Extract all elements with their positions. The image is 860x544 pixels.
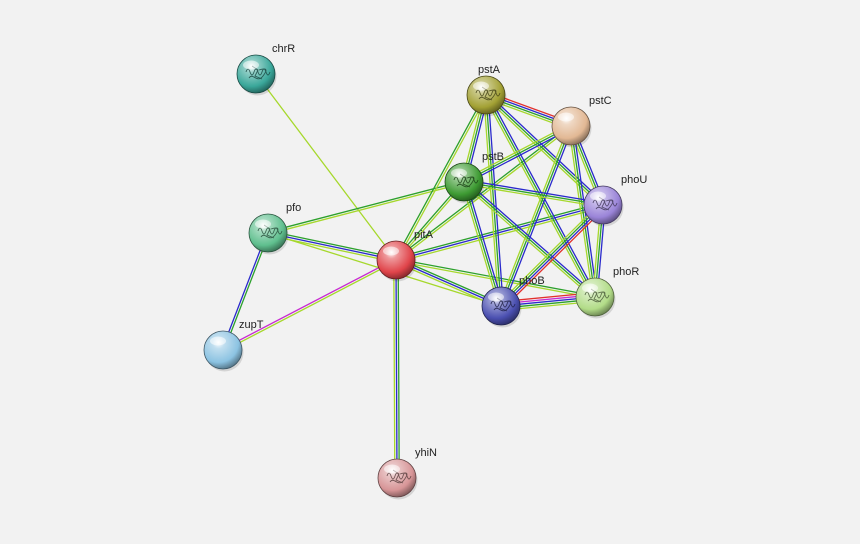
edge-evidence-line [500, 125, 572, 307]
node-yhiN[interactable]: yhiN [377, 447, 437, 500]
edge-evidence-line [485, 94, 502, 307]
node-label-zupT: zupT [239, 319, 264, 331]
node-pitA[interactable]: pitA [376, 229, 434, 282]
edge-evidence-line [397, 259, 400, 479]
edge-pstA-phoB[interactable] [483, 94, 504, 307]
node-highlight [558, 112, 574, 122]
node-highlight [384, 464, 400, 474]
node-pstB[interactable]: pstB [444, 151, 504, 204]
node-phoB[interactable]: phoB [481, 275, 545, 328]
edge-pstC-pstB[interactable] [462, 123, 573, 185]
edge-evidence-line [499, 203, 603, 306]
edge-evidence-line [461, 181, 500, 308]
node-label-pstC: pstC [589, 95, 612, 107]
node-highlight [473, 81, 489, 91]
edge-evidence-line [487, 94, 504, 307]
node-layer: chrR pstA pstC pstB phoU pfo pitA phoR phoB zupT y… [203, 43, 647, 500]
edge-pitA-phoU[interactable] [394, 202, 605, 263]
edge-evidence-line [395, 206, 605, 263]
edge-evidence-line [501, 205, 605, 308]
node-highlight [590, 191, 606, 201]
edge-evidence-line [267, 232, 397, 261]
edge-zupT-pitA[interactable] [221, 258, 398, 352]
edge-evidence-line [267, 180, 465, 233]
edge-pitA-pstA[interactable] [394, 93, 488, 262]
node-label-phoB: phoB [519, 275, 545, 287]
edge-evidence-line [485, 94, 604, 206]
node-chrR[interactable]: chrR [236, 43, 295, 96]
edge-evidence-line [267, 230, 398, 259]
node-highlight [383, 246, 399, 256]
edge-pitA-yhiN[interactable] [393, 259, 400, 479]
edge-layer [221, 73, 606, 479]
edge-pstB-phoU[interactable] [462, 179, 605, 208]
edge-evidence-line [463, 181, 502, 307]
edge-pstB-phoB[interactable] [461, 180, 504, 308]
edge-evidence-line [463, 181, 596, 298]
edge-evidence-line [463, 181, 604, 206]
node-label-phoU: phoU [621, 174, 647, 186]
edge-evidence-line [222, 260, 398, 352]
edge-evidence-line [498, 202, 602, 305]
node-label-chrR: chrR [272, 43, 295, 55]
node-label-yhiN: yhiN [415, 447, 437, 459]
node-pfo[interactable]: pfo [248, 202, 301, 255]
edge-evidence-line [570, 125, 596, 298]
node-highlight [451, 168, 467, 178]
node-sphere [376, 240, 416, 280]
node-phoR[interactable]: phoR [575, 266, 639, 319]
node-label-pitA: pitA [414, 229, 434, 241]
edge-evidence-line [393, 259, 396, 479]
edge-evidence-line [463, 179, 605, 204]
edge-evidence-line [396, 94, 488, 262]
edge-evidence-line [461, 183, 595, 300]
edge-evidence-line [464, 127, 573, 185]
edge-evidence-line [462, 183, 604, 208]
edge-evidence-line [485, 94, 596, 298]
node-highlight [243, 60, 259, 70]
edge-chrR-pitA[interactable] [255, 73, 397, 261]
node-label-pstA: pstA [478, 64, 501, 76]
edge-evidence-line [463, 125, 572, 183]
edge-evidence-line [395, 258, 596, 297]
edge-evidence-line [465, 180, 504, 307]
edge-evidence-line [394, 93, 486, 261]
node-sphere [551, 106, 591, 146]
edge-evidence-line [395, 204, 604, 261]
edge-evidence-line [483, 94, 500, 307]
node-zupT[interactable]: zupT [203, 319, 264, 372]
edge-evidence-line [394, 202, 604, 259]
edge-phoU-phoB[interactable] [498, 202, 606, 309]
edge-pfo-zupT[interactable] [221, 231, 270, 352]
edge-evidence-line [395, 259, 398, 479]
node-phoU[interactable]: phoU [583, 174, 647, 227]
node-highlight [582, 283, 598, 293]
edge-evidence-line [462, 123, 571, 181]
edge-evidence-line [502, 206, 606, 309]
edge-evidence-line [502, 126, 574, 308]
edge-evidence-line [221, 258, 397, 350]
node-label-phoR: phoR [613, 266, 639, 278]
edge-evidence-line [464, 179, 598, 296]
edge-evidence-line [223, 232, 270, 352]
node-pstC[interactable]: pstC [551, 95, 612, 148]
edge-pstC-phoB[interactable] [498, 124, 574, 308]
edge-evidence-line [396, 126, 573, 262]
node-pstA[interactable]: pstA [466, 64, 507, 117]
edge-pstB-phoR[interactable] [461, 179, 598, 300]
edge-evidence-line [568, 125, 594, 298]
edge-evidence-line [486, 92, 606, 205]
node-label-pstB: pstB [482, 151, 504, 163]
node-label-pfo: pfo [286, 202, 301, 214]
node-highlight [488, 292, 504, 302]
node-sphere [203, 330, 243, 370]
node-highlight [255, 219, 271, 229]
node-highlight [210, 336, 226, 346]
edge-evidence-line [498, 124, 570, 306]
edge-evidence-line [255, 73, 397, 261]
edge-evidence-line [221, 231, 268, 351]
